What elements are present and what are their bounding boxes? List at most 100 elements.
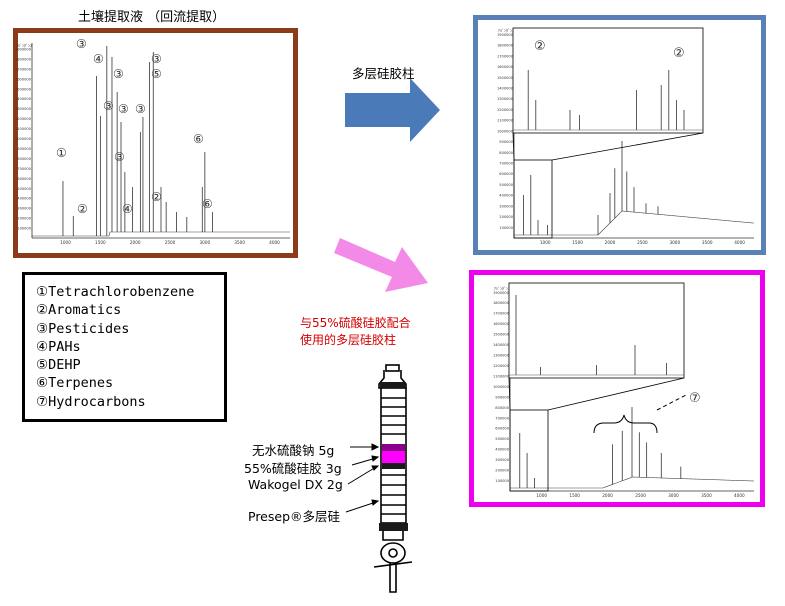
- layer-sodium-sulfate: [382, 444, 405, 451]
- y-tick-label: 1700000: [15, 67, 32, 71]
- zoom-line: [512, 132, 515, 161]
- y-tick-label: 1100000: [497, 119, 514, 123]
- arrow-blue: [345, 78, 440, 142]
- y-axis-title: ｱﾊﾞﾝﾀﾞﾝｽ: [494, 285, 510, 291]
- peak-label: ③: [114, 150, 125, 164]
- y-tick-label: 900000: [17, 147, 31, 151]
- chromatogram-crude: 1900000180000017000001600000150000014000…: [15, 37, 290, 245]
- x-tick-label: 2000: [602, 493, 613, 498]
- y-tick-label: 800000: [495, 406, 509, 410]
- y-tick-label: 1300000: [15, 107, 32, 111]
- hydrocarbon-brace: [593, 414, 658, 434]
- peak-label: ③: [135, 102, 146, 116]
- y-tick-label: 1900000: [497, 33, 514, 37]
- acid-baseline: [509, 476, 755, 490]
- x-tick-label: 2500: [635, 493, 646, 498]
- peak-label: ⑤: [151, 67, 162, 81]
- y-tick-label: 1200000: [497, 108, 514, 112]
- column-label-sodium-sulfate: 无水硫酸钠 5g: [252, 443, 335, 458]
- peak-label: ②: [77, 202, 88, 216]
- legend-item: ⑦Hydrocarbons: [36, 393, 146, 410]
- chromatogram-silica: 1900000180000017000001600000150000014000…: [497, 27, 755, 245]
- column-label-presep: Presep®多层硅: [248, 509, 341, 524]
- layer-acid-silica: [382, 451, 405, 463]
- x-tick-label: 3500: [701, 493, 712, 498]
- peak-label: ③: [76, 37, 87, 51]
- y-tick-label: 1900000: [15, 47, 32, 51]
- y-tick-label: 1300000: [493, 354, 510, 358]
- y-axis-title: ｱﾊﾞﾝﾀﾞﾝｽ: [498, 27, 514, 33]
- y-tick-label: 1500000: [493, 333, 510, 337]
- zoom-region: [509, 409, 549, 492]
- peak-label: ②: [534, 39, 546, 54]
- y-tick-label: 1500000: [497, 76, 514, 80]
- y-tick-label: 600000: [495, 427, 509, 431]
- x-tick-label: 3000: [669, 240, 680, 245]
- x-tick-label: 3500: [234, 240, 245, 245]
- x-tick-label: 1000: [60, 240, 71, 245]
- y-tick-label: 300000: [495, 458, 509, 462]
- column-icon: [373, 364, 413, 593]
- x-tick-label: 2000: [130, 240, 141, 245]
- column-top-cap: [380, 382, 406, 388]
- y-tick-label: 200000: [17, 217, 31, 221]
- y-tick-label: 800000: [499, 151, 513, 155]
- zoom-line: [551, 132, 704, 161]
- x-tick-label: 1000: [540, 240, 551, 245]
- x-tick-label: 2500: [637, 240, 648, 245]
- y-tick-label: 1400000: [493, 343, 510, 347]
- y-tick-label: 1700000: [493, 312, 510, 316]
- y-tick-label: 300000: [499, 204, 513, 208]
- y-tick-label: 1500000: [15, 87, 32, 91]
- y-tick-label: 400000: [499, 194, 513, 198]
- y-tick-label: 1000000: [497, 129, 514, 133]
- y-tick-label: 800000: [17, 157, 31, 161]
- y-tick-label: 1100000: [15, 127, 32, 131]
- y-tick-label: 300000: [17, 207, 31, 211]
- peak-label: ③: [151, 52, 162, 66]
- y-tick-label: 1400000: [15, 97, 32, 101]
- zoom-line: [508, 377, 511, 411]
- column-bottom-cap: [379, 523, 408, 531]
- dashed-pointer: [656, 394, 687, 411]
- main-title: 土壤提取液 （回流提取）: [78, 10, 226, 25]
- peak-label: ⑥: [202, 197, 213, 211]
- y-tick-label: 600000: [499, 172, 513, 176]
- x-tick-label: 4000: [734, 493, 745, 498]
- y-tick-label: 1600000: [493, 322, 510, 326]
- y-tick-label: 200000: [495, 469, 509, 473]
- y-tick-label: 1000000: [493, 385, 510, 389]
- y-tick-label: 1600000: [497, 65, 514, 69]
- x-tick-label: 1500: [572, 240, 583, 245]
- y-tick-label: 1100000: [493, 374, 510, 378]
- y-tick-label: 1200000: [15, 117, 32, 121]
- y-tick-label: 500000: [499, 183, 513, 187]
- x-tick-label: 2000: [605, 240, 616, 245]
- x-tick-label: 3500: [702, 240, 713, 245]
- x-tick-label: 1500: [95, 240, 106, 245]
- y-tick-label: 100000: [495, 479, 509, 483]
- y-tick-label: 400000: [17, 197, 31, 201]
- y-tick-label: 500000: [495, 437, 509, 441]
- peak-label: ④: [93, 52, 104, 66]
- y-tick-label: 700000: [17, 167, 31, 171]
- arrow-pink: [334, 238, 428, 292]
- layer-wakogel: [382, 463, 405, 469]
- legend-item: ②Aromatics: [36, 302, 122, 319]
- peak-label: ③: [103, 99, 114, 113]
- y-tick-label: 1400000: [497, 87, 514, 91]
- x-tick-label: 3000: [200, 240, 211, 245]
- peak-label: ②: [673, 46, 685, 61]
- zoom-inset: [512, 27, 704, 134]
- arrow-bottom-label-2: 使用的多层硅胶柱: [300, 333, 397, 347]
- y-tick-label: 600000: [17, 177, 31, 181]
- silica-baseline: [513, 210, 755, 237]
- y-tick-label: 1900000: [493, 291, 510, 295]
- y-tick-label: 100000: [499, 226, 513, 230]
- x-tick-label: 1000: [536, 493, 547, 498]
- column-pointers: [345, 443, 380, 513]
- y-tick-label: 1800000: [497, 44, 514, 48]
- arrow-top-label: 多层硅胶柱: [352, 66, 415, 81]
